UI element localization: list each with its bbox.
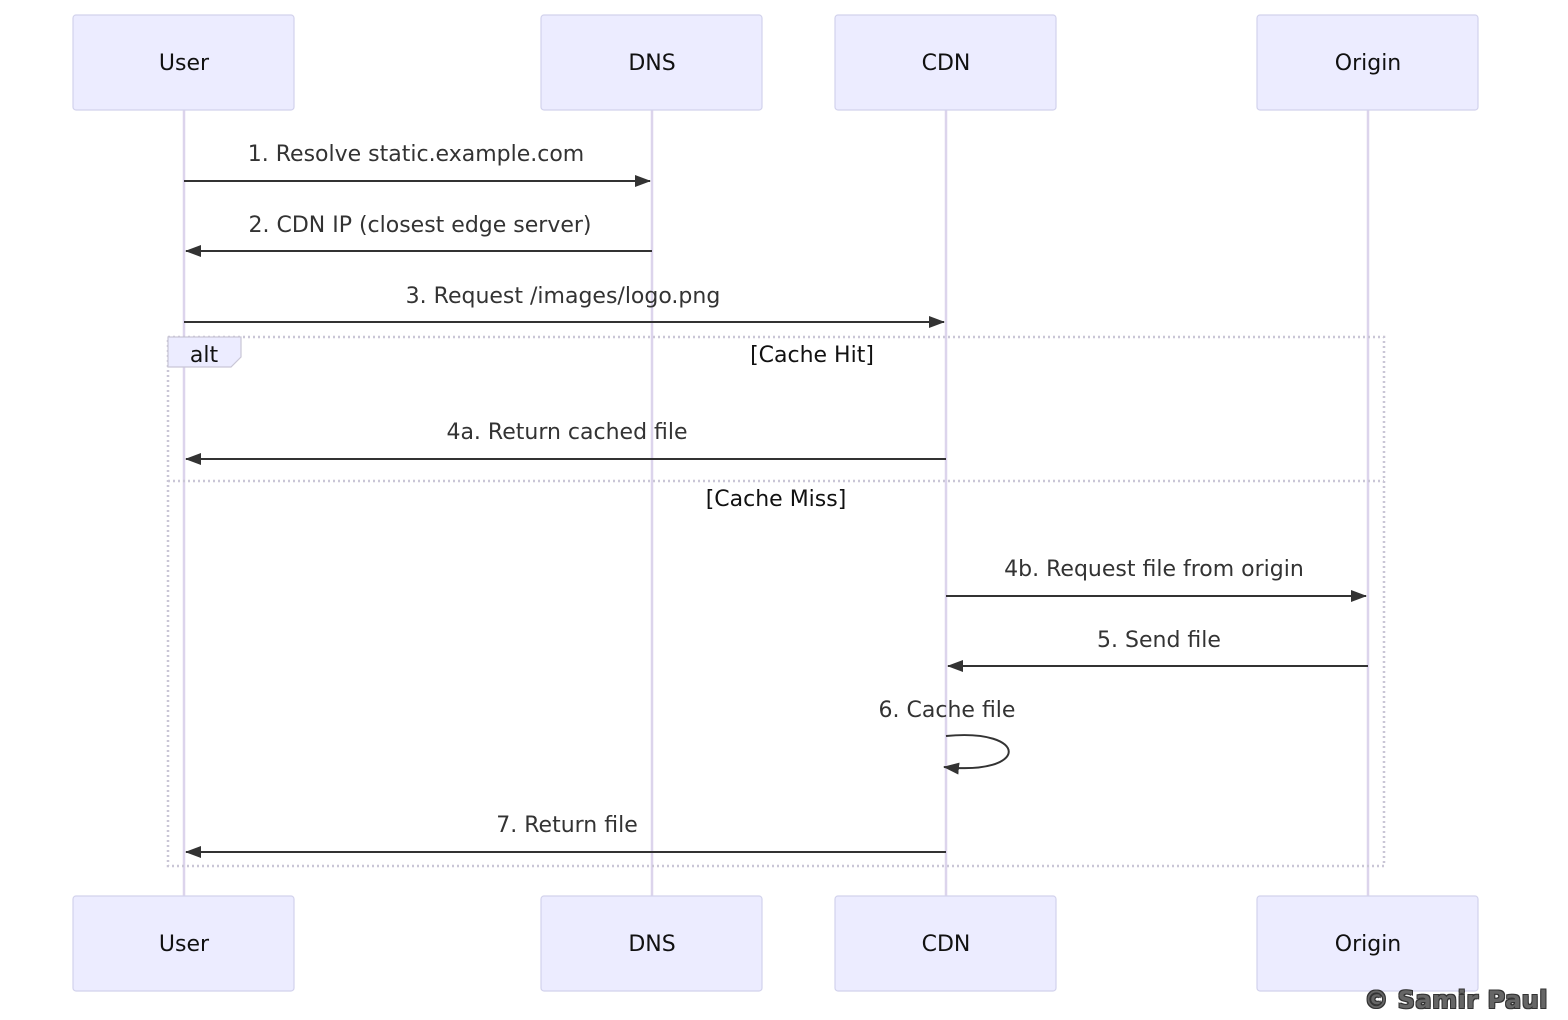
message-4a: 4a. Return cached file	[185, 420, 946, 465]
copyright-watermark: © Samir Paul	[1364, 986, 1548, 1014]
message-1: 1. Resolve static.example.com	[184, 142, 651, 187]
actor-user-bottom: User	[72, 895, 295, 992]
message-3: 3. Request /images/logo.png	[184, 284, 945, 328]
message-label: 4a. Return cached file	[446, 420, 687, 445]
actor-cdn-top: CDN	[834, 14, 1057, 111]
branch-condition-cache-miss: [Cache Miss]	[706, 487, 847, 512]
message-label: 2. CDN IP (closest edge server)	[248, 213, 591, 238]
actor-origin-bottom: Origin	[1256, 895, 1479, 992]
actor-label: Origin	[1335, 51, 1402, 76]
message-6: 6. Cache file	[879, 698, 1016, 775]
message-label: 6. Cache file	[879, 698, 1016, 723]
branch-condition-cache-hit: [Cache Hit]	[750, 343, 874, 368]
message-label: 4b. Request file from origin	[1004, 557, 1304, 582]
message-label: 7. Return file	[496, 813, 638, 838]
actor-label: CDN	[922, 932, 971, 957]
actor-dns-top: DNS	[540, 14, 763, 111]
message-label: 1. Resolve static.example.com	[248, 142, 584, 167]
actor-label: User	[159, 51, 210, 76]
actor-user-top: User	[72, 14, 295, 111]
actor-label: Origin	[1335, 932, 1402, 957]
actor-dns-bottom: DNS	[540, 895, 763, 992]
alt-frame: alt [Cache Hit] [Cache Miss]	[166, 335, 1386, 868]
message-7: 7. Return file	[185, 813, 946, 858]
message-4b: 4b. Request file from origin	[946, 557, 1367, 602]
actor-label: User	[159, 932, 210, 957]
actor-cdn-bottom: CDN	[834, 895, 1057, 992]
actor-origin-top: Origin	[1256, 14, 1479, 111]
alt-keyword: alt	[190, 343, 219, 368]
self-message-loop	[943, 734, 1010, 775]
actor-label: DNS	[628, 51, 675, 76]
message-label: 3. Request /images/logo.png	[406, 284, 721, 309]
message-label: 5. Send file	[1097, 628, 1221, 653]
alt-frame-tab	[167, 336, 242, 368]
actor-label: DNS	[628, 932, 675, 957]
message-2: 2. CDN IP (closest edge server)	[185, 213, 652, 257]
actor-label: CDN	[922, 51, 971, 76]
message-5: 5. Send file	[947, 628, 1368, 672]
